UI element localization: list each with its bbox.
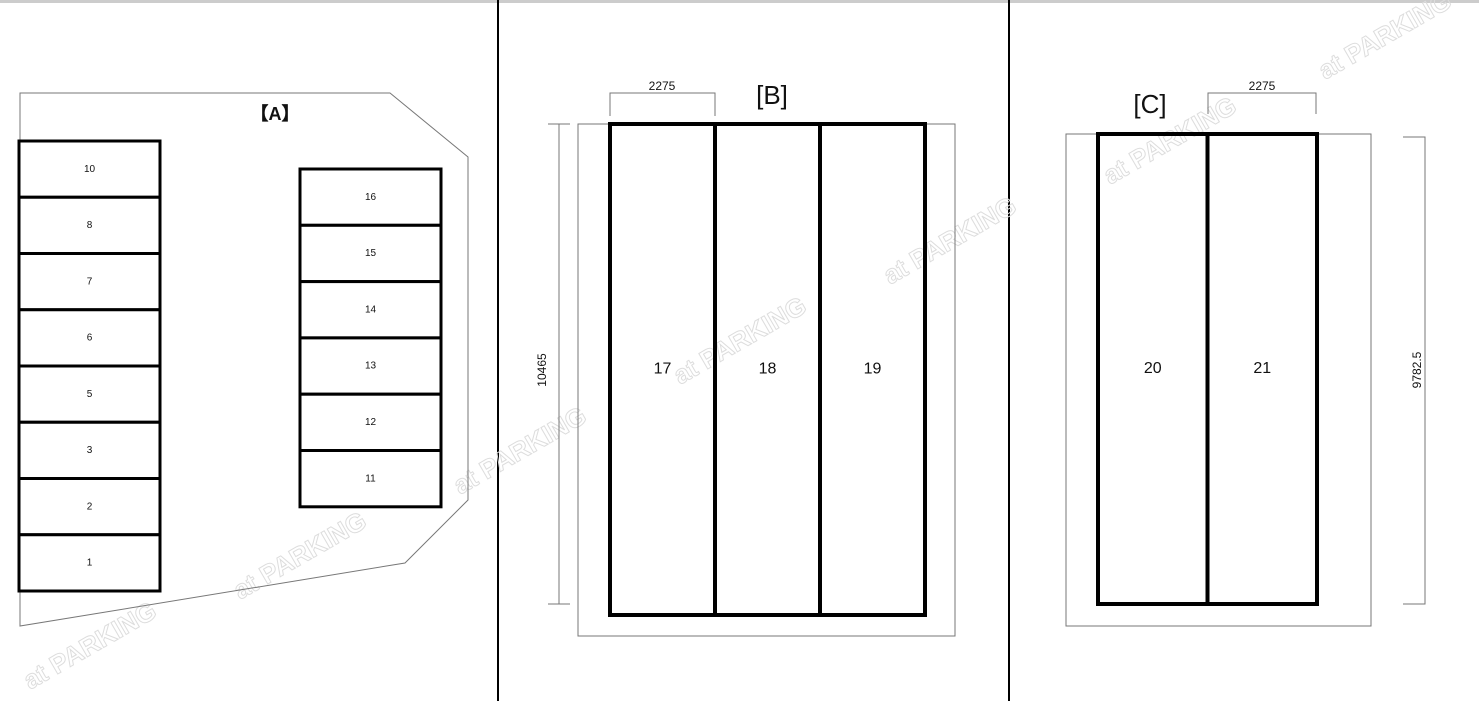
watermark: at PARKING bbox=[18, 595, 161, 695]
panel-c: 2275 [C] 9782.5 20 21 bbox=[1065, 79, 1426, 627]
parking-spot-outline bbox=[298, 280, 443, 340]
width-dimension: 2275 bbox=[649, 79, 676, 93]
panel-a: 【A】 10 8 7 6 5 3 2 1 16 15 14 13 12 11 bbox=[17, 92, 469, 627]
watermark: at PARKING bbox=[668, 290, 811, 390]
panel-b: 2275 [B] 10465 17 18 19 bbox=[535, 79, 956, 637]
top-strip bbox=[0, 0, 1479, 3]
parking-spot: 15 bbox=[298, 223, 443, 284]
parking-spot-number: 14 bbox=[365, 304, 377, 315]
parking-spot-outline bbox=[17, 364, 162, 424]
parking-spot-outline bbox=[17, 533, 162, 593]
length-dimension-line bbox=[548, 123, 570, 605]
parking-spot-number: 16 bbox=[365, 192, 377, 203]
lot-b-title: [B] bbox=[756, 80, 788, 110]
parking-spot: 1 bbox=[17, 533, 162, 593]
width-dimension-line bbox=[1207, 92, 1317, 114]
parking-spot-outline bbox=[298, 167, 443, 227]
length-dimension: 9782.5 bbox=[1410, 351, 1424, 388]
lot-c-boundary bbox=[1065, 133, 1372, 627]
width-dimension: 2275 bbox=[1249, 79, 1276, 93]
length-dimension: 10465 bbox=[535, 353, 549, 387]
parking-spot-number: 18 bbox=[759, 361, 777, 378]
parking-spot: 12 bbox=[298, 392, 443, 453]
parking-spot-number: 17 bbox=[654, 361, 672, 378]
parking-spot-number: 1 bbox=[87, 558, 93, 569]
width-dimension-line bbox=[609, 92, 716, 116]
parking-spot: 3 bbox=[17, 420, 162, 480]
parking-spot: 7 bbox=[17, 252, 162, 312]
parking-spot: 6 bbox=[17, 308, 162, 368]
parking-spot-number: 3 bbox=[87, 445, 93, 456]
parking-spot-number: 15 bbox=[365, 248, 377, 259]
parking-spot-number: 5 bbox=[87, 389, 93, 400]
parking-spot: 5 bbox=[17, 364, 162, 424]
parking-spot-number: 19 bbox=[864, 361, 882, 378]
parking-spot-number: 13 bbox=[365, 361, 377, 372]
parking-spot: 13 bbox=[298, 336, 443, 396]
parking-spot-outline bbox=[818, 122, 927, 617]
parking-spot: 18 bbox=[713, 122, 822, 617]
parking-spot-outline bbox=[298, 392, 443, 453]
watermark: at PARKING bbox=[228, 505, 371, 605]
parking-spot: 20 bbox=[1096, 132, 1210, 606]
parking-spot: 2 bbox=[17, 477, 162, 537]
lot-c-title: [C] bbox=[1133, 89, 1166, 119]
parking-spot-number: 12 bbox=[365, 417, 377, 428]
length-dimension-line bbox=[1403, 136, 1426, 605]
parking-spot-outline bbox=[17, 420, 162, 480]
parking-spot-number: 8 bbox=[87, 220, 93, 231]
lot-b-boundary bbox=[577, 123, 956, 637]
parking-spot-number: 7 bbox=[87, 276, 93, 287]
parking-spot-number: 20 bbox=[1144, 360, 1162, 377]
parking-spot-outline bbox=[298, 449, 443, 509]
parking-spot-number: 6 bbox=[87, 333, 93, 344]
watermark: at PARKING bbox=[448, 400, 591, 500]
parking-spot-outline bbox=[298, 336, 443, 396]
parking-spot-outline bbox=[17, 195, 162, 255]
parking-spot-outline bbox=[17, 252, 162, 312]
parking-spot-outline bbox=[17, 477, 162, 537]
parking-spot-number: 10 bbox=[84, 164, 96, 175]
lot-a-title: 【A】 bbox=[251, 104, 300, 124]
parking-spot-outline bbox=[1205, 132, 1319, 606]
parking-spot-number: 11 bbox=[365, 473, 376, 484]
parking-spot-number: 2 bbox=[87, 501, 93, 512]
lot-a-boundary bbox=[19, 92, 469, 627]
watermark: at PARKING bbox=[1098, 90, 1241, 190]
parking-spot-outline bbox=[17, 308, 162, 368]
parking-spot: 21 bbox=[1205, 132, 1319, 606]
parking-spot: 10 bbox=[17, 139, 162, 199]
parking-spot-number: 21 bbox=[1253, 360, 1271, 377]
parking-spot: 8 bbox=[17, 195, 162, 255]
parking-spot: 11 bbox=[298, 449, 443, 509]
parking-spot-outline bbox=[298, 223, 443, 284]
watermark: at PARKING bbox=[878, 190, 1021, 290]
parking-spot: 16 bbox=[298, 167, 443, 227]
parking-spot: 19 bbox=[818, 122, 927, 617]
parking-spot-outline bbox=[17, 139, 162, 199]
parking-spot: 14 bbox=[298, 280, 443, 340]
watermark: at PARKING bbox=[1313, 0, 1456, 85]
